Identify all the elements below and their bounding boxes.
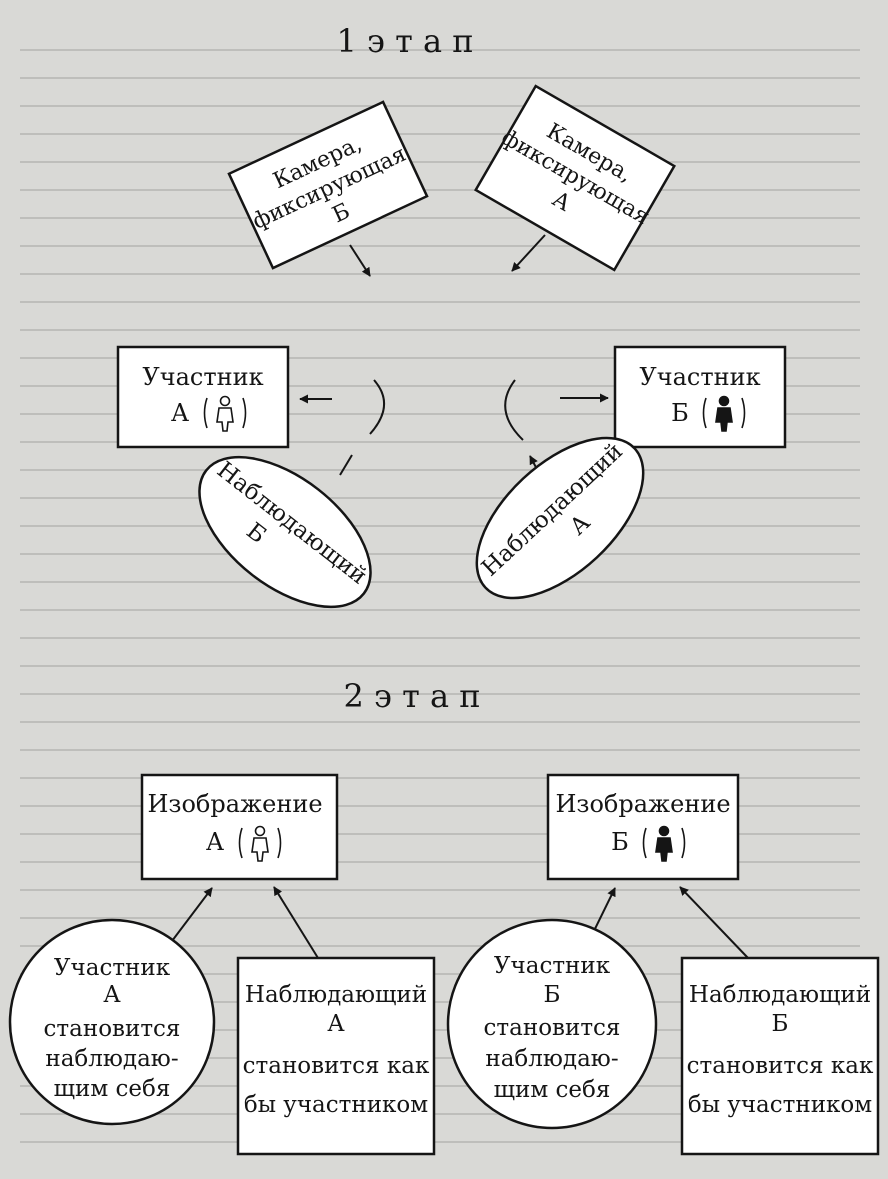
s2-participant-a-line3: становится xyxy=(44,1016,181,1042)
connector-center-left xyxy=(369,379,386,435)
arrow-observer-b-to-image-b xyxy=(679,886,749,959)
image-b-line1: Изображение xyxy=(555,790,730,818)
s2-participant-b-line5: щим себя xyxy=(494,1077,611,1103)
participant-a-box: Участник А xyxy=(116,345,290,449)
s2-observer-a-line2: А xyxy=(327,1011,345,1037)
s2-observer-a-line3: становится как xyxy=(243,1053,430,1079)
participant-a-line1: Участник xyxy=(142,363,263,391)
image-b-box: Изображение Б xyxy=(546,773,740,881)
observer-a-square: Наблюдающий А становится как бы участник… xyxy=(236,956,436,1156)
camera-b-box: Камера, фиксирующая Б xyxy=(227,100,429,270)
participant-b-line2: Б xyxy=(671,399,689,427)
arrow-observer-a-to-image-a xyxy=(273,886,319,959)
person-outline-icon xyxy=(203,395,247,432)
s2-observer-b-line1: Наблюдающий xyxy=(689,982,871,1008)
participant-a-line2: А xyxy=(171,399,189,427)
connector-observer-b xyxy=(339,454,353,476)
image-a-line1: Изображение xyxy=(147,790,322,818)
camera-a-box: Камера, фиксирующая А xyxy=(474,84,676,272)
stage1-title: 1 э т а п xyxy=(336,22,473,60)
s2-observer-b-line2: Б xyxy=(772,1011,789,1037)
s2-participant-a-line4: наблюдаю- xyxy=(45,1046,178,1072)
connector-center-right xyxy=(504,379,524,441)
s2-observer-b-line4: бы участником xyxy=(688,1092,872,1118)
observer-b-square: Наблюдающий Б становится как бы участник… xyxy=(680,956,880,1156)
arrow-camera-a-down xyxy=(511,234,546,272)
s2-participant-a-line1: Участник xyxy=(54,955,171,981)
person-filled-icon xyxy=(702,395,746,432)
s2-observer-a-line4: бы участником xyxy=(244,1092,428,1118)
s2-observer-a-line1: Наблюдающий xyxy=(245,982,427,1008)
image-a-line2: А xyxy=(206,828,224,856)
s2-participant-a-line2: А xyxy=(103,982,121,1008)
image-b-line2: Б xyxy=(611,828,629,856)
s2-participant-b-line3: становится xyxy=(484,1015,621,1041)
s2-participant-a-line5: щим себя xyxy=(54,1076,171,1102)
stage2-title: 2 э т а п xyxy=(343,677,480,715)
participant-b-box: Участник Б xyxy=(613,345,787,449)
person-filled-icon xyxy=(642,825,686,862)
participant-b-line1: Участник xyxy=(639,363,760,391)
person-outline-icon xyxy=(238,825,282,862)
arrow-camera-b-down xyxy=(349,244,371,277)
s2-participant-b-line2: Б xyxy=(544,982,561,1008)
participant-a-circle: Участник А становится наблюдаю- щим себя xyxy=(8,918,216,1126)
s2-observer-b-line3: становится как xyxy=(687,1053,874,1079)
s2-participant-b-line1: Участник xyxy=(494,953,611,979)
image-a-box: Изображение А xyxy=(140,773,339,881)
s2-participant-b-line4: наблюдаю- xyxy=(485,1046,618,1072)
participant-b-circle: Участник Б становится наблюдаю- щим себя xyxy=(446,918,658,1130)
